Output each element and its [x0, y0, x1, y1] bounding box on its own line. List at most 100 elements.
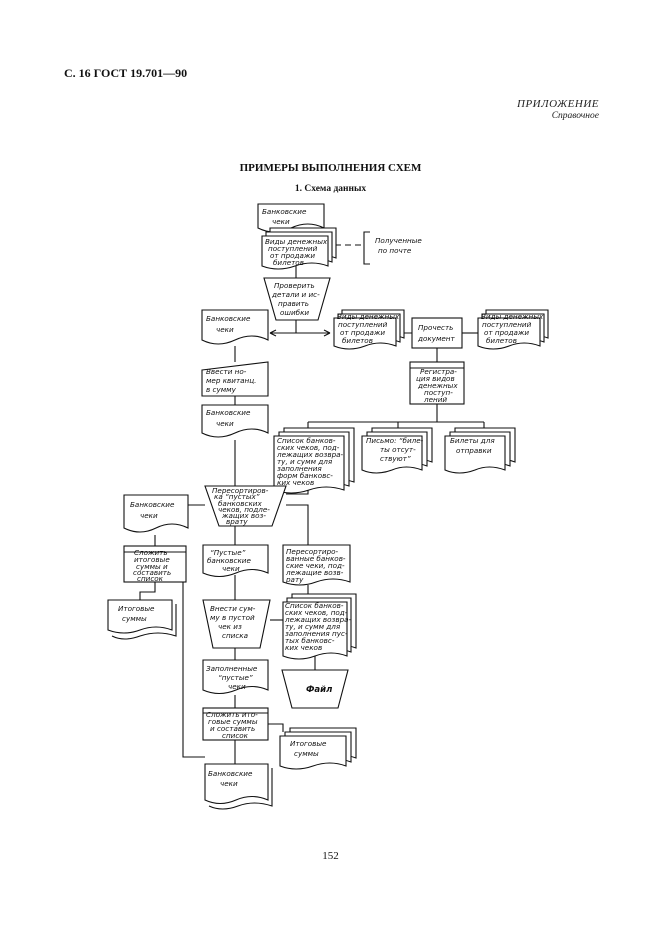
- filled-line3: чеки: [228, 682, 246, 691]
- arrow-left-branch: [269, 329, 277, 337]
- resorted-line5: рату: [285, 575, 304, 584]
- doc-bank-checks-left-line2: чеки: [216, 325, 234, 334]
- resorted-line1: Пересортиро-: [286, 547, 339, 556]
- tickets-send-line2: отправки: [456, 446, 492, 455]
- proc-register-income: Регистра- ция видов денежных поступ- лен…: [409, 361, 465, 405]
- resorted-line4: лежащие возв-: [285, 568, 344, 577]
- multidoc-totals-right: Итоговые суммы: [279, 727, 357, 770]
- section-title: ПРИМЕРЫ ВЫПОЛНЕНИЯ СХЕМ: [239, 162, 422, 174]
- op-check-line4: ошибки: [280, 308, 309, 317]
- section-subtitle: 1. Схема данных: [294, 184, 367, 194]
- multidoc-income-top-line4: билетов: [273, 258, 304, 267]
- line-check-branch: [270, 320, 330, 334]
- doc-resorted-bank-checks: Пересортиро- ванные банков- ские чеки, п…: [282, 544, 351, 586]
- list2-line4: ту, и сумм для: [285, 622, 341, 631]
- multidoc-income-types-right: Виды денежных поступлений от продажи бил…: [477, 309, 549, 350]
- enter-sum-line3: чек из: [218, 622, 242, 631]
- list2-line7: ких чеков: [285, 643, 322, 652]
- empty-checks-line3: чеки: [222, 564, 240, 573]
- manual-input-receipt-line3: в сумму: [206, 385, 237, 394]
- doc-bank-checks-mid-line2: чеки: [216, 419, 234, 428]
- proc-register-line3: денежных: [417, 381, 458, 390]
- resort-line1: Пересортиров-: [212, 486, 269, 495]
- list2-line5: заполнения пус-: [285, 629, 348, 638]
- op-check-line3: править: [278, 299, 309, 308]
- page-reference: С. 16 ГОСТ 19.701—90: [64, 66, 188, 80]
- manual-input-receipt: Ввести но- мер квитанц. в сумму: [201, 361, 269, 397]
- multidoc-tickets-to-send: Билеты для отправки: [444, 427, 516, 474]
- doc-far-left-line1: Банковские: [130, 500, 175, 509]
- arrow-right-branch: [323, 329, 331, 337]
- multidoc-income-right-line1: Виды денежных: [481, 312, 544, 321]
- doc-bank-checks-left-line1: Банковские: [206, 314, 251, 323]
- sum-bottom-line1: Сложить ито-: [206, 710, 258, 719]
- list-checks-line5: заполнения: [277, 464, 322, 473]
- multidoc-income-top-line2: поступлений: [268, 244, 318, 253]
- doc-totals-left-shadow: [111, 604, 177, 640]
- proc-register-line2: ция видов: [416, 374, 455, 383]
- proc-sum-totals-left: Сложить итоговые суммы и составить списо…: [123, 545, 187, 583]
- resorted-line3: ские чеки, под-: [286, 561, 345, 570]
- sum-left-line1: Сложить: [134, 548, 168, 557]
- manual-input-receipt-line1: Ввести но-: [206, 367, 247, 376]
- doc-bank-checks-left: Банковские чеки: [201, 309, 269, 345]
- multidoc-list-of-checks: Список банков- ских чеков, под- лежащих …: [273, 427, 355, 494]
- sum-left-line2: итоговые: [134, 555, 170, 564]
- manual-input-receipt-line2: мер квитанц.: [206, 376, 256, 385]
- multidoc-income-mid-line2: поступлений: [338, 320, 388, 329]
- appendix-title: ПРИЛОЖЕНИЕ: [517, 98, 599, 110]
- letter-line2: ты отсут-: [380, 445, 416, 454]
- multidoc-income-types-top: Виды денежных поступлений от продажи бил…: [261, 227, 337, 270]
- annotation-bracket: [363, 231, 370, 265]
- multidoc-income-mid-line4: билетов: [342, 336, 373, 345]
- letter-line3: ствуют”: [380, 454, 411, 463]
- totals-right-line1: Итоговые: [290, 739, 327, 748]
- list-checks-line1: Список банков-: [277, 436, 336, 445]
- proc-register-line4: поступ-: [424, 388, 453, 397]
- list-checks-line2: ских чеков, под-: [277, 443, 340, 452]
- enter-sum-line2: му в пустой: [210, 613, 255, 622]
- doc-bank-checks-far-left: Банковские чеки: [123, 494, 189, 533]
- empty-checks-line1: “Пустые”: [210, 548, 246, 557]
- appendix-label: ПРИЛОЖЕНИЕ Справочное: [517, 98, 599, 121]
- line-sum-to-totals: [139, 582, 156, 600]
- annotation-line2: по почте: [378, 246, 412, 255]
- proc-read-line1: Прочесть: [418, 323, 453, 332]
- resort-line5: жащих воз-: [221, 511, 266, 520]
- line-resort-right-down: [286, 504, 309, 545]
- doc-bank-checks-top-line2: чеки: [272, 217, 290, 226]
- op-check-and-correct: Проверить детали и ис- править ошибки: [263, 277, 331, 321]
- proc-read-line2: документ: [417, 334, 456, 343]
- op-enter-sum-into-check: Внести сум- му в пустой чек из списка: [202, 599, 271, 649]
- annotation-received-by-mail: Полученные по почте: [375, 236, 422, 255]
- multidoc-missing-tickets-letter: Письмо: “биле- ты отсут- ствуют”: [361, 427, 433, 474]
- empty-checks-line2: банковские: [207, 556, 251, 565]
- letter-line1: Письмо: “биле-: [366, 436, 424, 445]
- list2-line1: Список банков-: [285, 601, 344, 610]
- resorted-line2: ванные банков-: [286, 554, 346, 563]
- sum-left-line3: суммы и: [136, 562, 168, 571]
- list2-line6: тых банковс-: [285, 636, 335, 645]
- enter-sum-line1: Внести сум-: [210, 604, 256, 613]
- doc-empty-bank-checks: “Пустые” банковские чеки: [202, 544, 269, 578]
- tickets-send-line1: Билеты для: [450, 436, 495, 445]
- list-checks-line4: ту, и сумм для: [277, 457, 333, 466]
- doc-filled-empty-checks: Заполненные “пустые” чеки: [202, 659, 269, 695]
- doc-bank-checks-mid: Банковские чеки: [201, 404, 269, 438]
- doc-far-left-line2: чеки: [140, 511, 158, 520]
- doc-bottom-line1: Банковские: [208, 769, 253, 778]
- list-checks-line7: ких чеков: [277, 478, 314, 487]
- totals-right-line2: суммы: [294, 749, 319, 758]
- multidoc-income-types-mid: Виды денежных поступлений от продажи бил…: [333, 309, 405, 350]
- op-check-line1: Проверить: [274, 281, 315, 290]
- doc-bank-checks-bottom: Банковские чеки: [204, 763, 273, 810]
- doc-bottom-shadow: [208, 768, 273, 810]
- doc-bottom-line2: чеки: [220, 779, 238, 788]
- list-checks-line3: лежащих возвра-: [276, 450, 344, 459]
- storage-file: Файл: [281, 669, 349, 709]
- multidoc-income-top-line1: Виды денежных: [265, 237, 328, 246]
- multidoc-income-mid-line1: Виды денежных: [337, 312, 400, 321]
- filled-line1: Заполненные: [206, 664, 258, 673]
